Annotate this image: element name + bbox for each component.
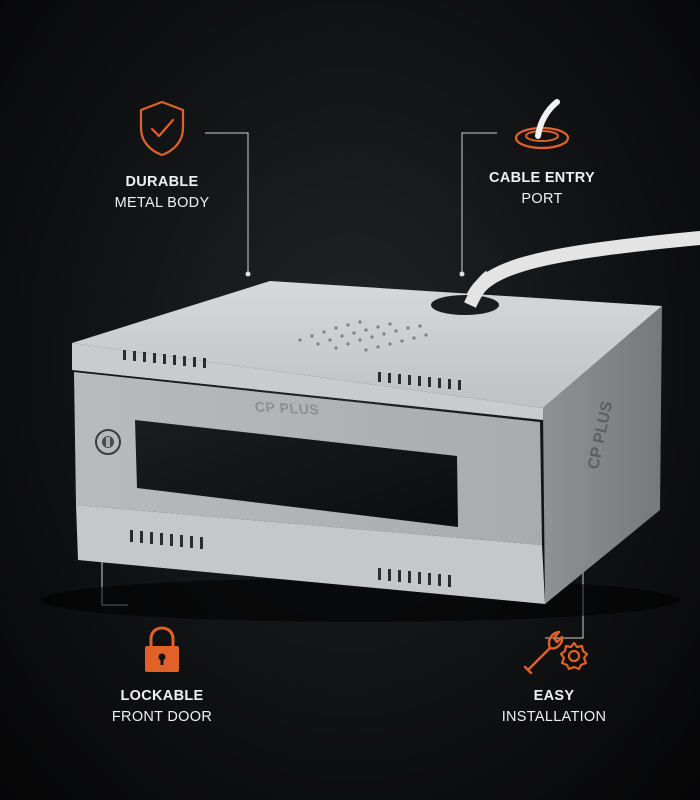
base-vents (130, 530, 451, 587)
feature-lockable-title: LOCKABLE (120, 688, 204, 704)
cable-port-icon (514, 99, 570, 150)
feature-durable-title: DURABLE (125, 174, 199, 190)
connector-cable (461, 132, 497, 272)
feature-lockable: LOCKABLE FRONT DOOR (72, 626, 252, 728)
feature-easy-subtitle: INSTALLATION (501, 709, 607, 725)
rim-vents (123, 350, 461, 390)
glass-window (135, 420, 458, 527)
feature-easy-title: EASY (533, 688, 575, 704)
cabinet-side (543, 306, 662, 604)
cabinet-top (72, 281, 662, 408)
feature-durable: DURABLE METAL BODY (72, 98, 252, 214)
cabinet-base (76, 505, 545, 604)
cable (463, 231, 700, 312)
top-perforation (298, 320, 428, 352)
feature-cable: CABLE ENTRY PORT (452, 98, 632, 210)
feature-cable-subtitle: PORT (521, 191, 563, 207)
shield-check-icon (139, 100, 185, 157)
feature-cable-title: CABLE ENTRY (489, 170, 595, 186)
connector-durable (205, 132, 249, 272)
feature-easy: EASY INSTALLATION (464, 626, 644, 728)
wrench-gear-icon (523, 630, 589, 674)
front-brand-logo: CP PLUS (254, 398, 320, 418)
feature-lockable-subtitle: FRONT DOOR (111, 709, 213, 725)
feature-durable-subtitle: METAL BODY (114, 195, 210, 211)
padlock-icon (145, 626, 179, 672)
